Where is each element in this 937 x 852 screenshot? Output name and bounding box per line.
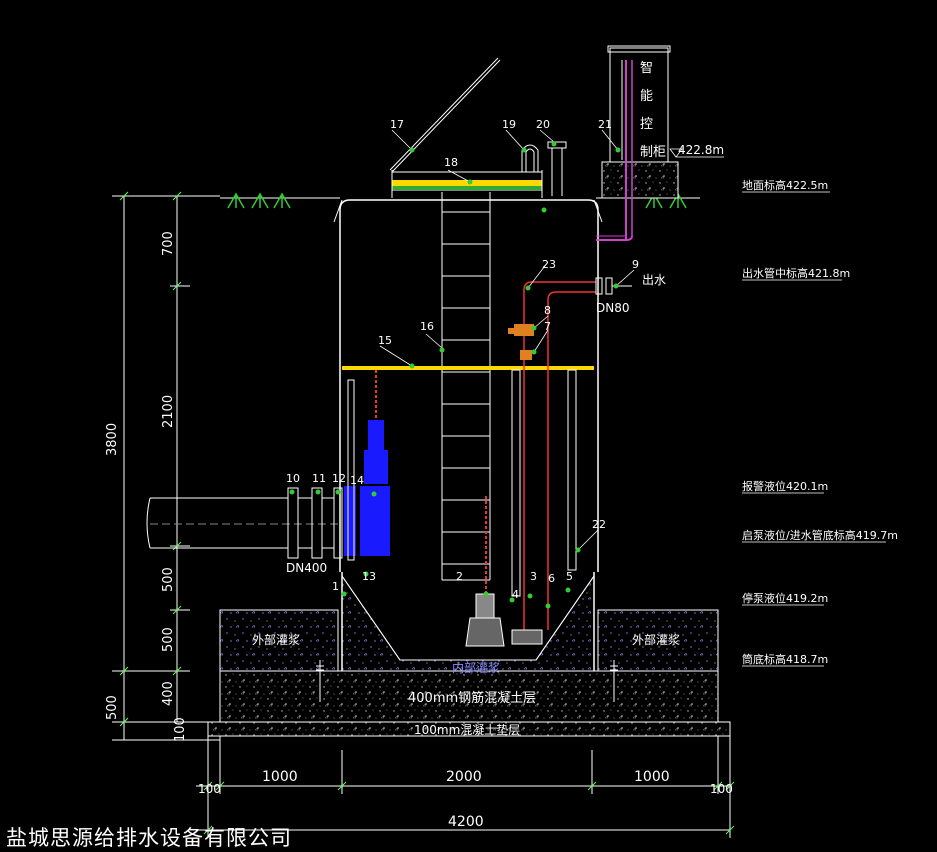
tank-shell — [333, 199, 603, 671]
callout-18: 18 — [444, 156, 458, 169]
inlet-pipe — [146, 487, 343, 559]
dim-500b: 500 — [161, 627, 176, 652]
callout-15: 15 — [378, 334, 392, 347]
callout-17: 17 — [390, 118, 404, 131]
dim-bottom-100-left: 100 — [198, 782, 221, 796]
callout-20: 20 — [536, 118, 550, 131]
callout-16: 16 — [420, 320, 434, 333]
backfill-right — [597, 609, 719, 672]
check-valve — [508, 324, 534, 360]
hanging-pump — [347, 370, 390, 561]
callout-4: 4 — [512, 588, 519, 601]
callout-1: 1 — [332, 580, 339, 593]
platform — [342, 366, 594, 370]
svg-text:控: 控 — [640, 117, 653, 132]
dim-500c: 500 — [105, 695, 120, 720]
label-cushion: 100mm混凝土垫层 — [414, 722, 520, 737]
level-bottom: 筒底标高418.7m — [742, 652, 828, 666]
dim-100: 100 — [173, 717, 188, 742]
callout-12: 12 — [332, 472, 346, 485]
cabinet-label: 智 能 控 制柜 — [640, 61, 666, 160]
backfill-left — [219, 609, 339, 672]
company-footer: 盐城思源给排水设备有限公司 — [6, 826, 292, 850]
left-dimensions — [112, 191, 220, 741]
callout-13: 13 — [362, 570, 376, 583]
callout-8: 8 — [544, 304, 551, 317]
label-backfill-left: 外部灌浆 — [252, 632, 300, 647]
callout-6: 6 — [548, 572, 555, 585]
callout-22: 22 — [592, 518, 606, 531]
dim-2100: 2100 — [161, 395, 176, 428]
inner-grout — [341, 574, 595, 672]
callout-23: 23 — [542, 258, 556, 271]
level-ground: 地面标高422.5m — [742, 178, 828, 192]
dim-bottom-2000: 2000 — [446, 769, 482, 785]
callout-10: 10 — [286, 472, 300, 485]
dim-bottom-1000-right: 1000 — [634, 769, 670, 785]
callout-21: 21 — [598, 118, 612, 131]
callout-19: 19 — [502, 118, 516, 131]
dim-3800: 3800 — [105, 423, 120, 456]
dim-400: 400 — [161, 681, 176, 706]
label-dn80: DN80 — [596, 301, 630, 315]
dim-500a: 500 — [161, 567, 176, 592]
access-cover — [389, 57, 543, 198]
label-backfill-right: 外部灌浆 — [632, 632, 680, 647]
callout-2: 2 — [456, 570, 463, 583]
svg-text:能: 能 — [640, 89, 653, 104]
anchor-bolts — [316, 660, 618, 702]
ladder — [441, 192, 491, 581]
leaders — [379, 129, 635, 551]
callout-9: 9 — [632, 258, 639, 271]
dim-bottom-4200: 4200 — [448, 814, 484, 830]
callout-14: 14 — [350, 474, 364, 487]
callout-11: 11 — [312, 472, 326, 485]
control-cabinet — [596, 45, 679, 241]
slab-layer — [219, 670, 719, 723]
label-outlet-water: 出水 — [642, 273, 666, 287]
inlet-gate — [344, 486, 356, 556]
label-dn400: DN400 — [286, 561, 327, 575]
level-stop: 停泵液位419.2m — [742, 591, 828, 605]
svg-text:智: 智 — [640, 61, 653, 76]
dim-700: 700 — [161, 231, 176, 256]
level-underlines — [669, 148, 886, 667]
grass-icons — [227, 192, 687, 209]
svg-text:制柜: 制柜 — [640, 145, 666, 160]
callout-7: 7 — [544, 320, 551, 333]
level-outlet: 出水管中标高421.8m — [742, 266, 850, 280]
bottom-pump — [465, 496, 505, 647]
dim-bottom-100-right: 100 — [710, 782, 733, 796]
label-slab: 400mm钢筋混凝土层 — [408, 690, 536, 706]
level-alarm: 报警液位420.1m — [742, 479, 828, 493]
vent-pipes — [521, 141, 567, 196]
label-inner-grout: 内部灌浆 — [452, 660, 500, 675]
dim-bottom-1000-left: 1000 — [262, 769, 298, 785]
callout-3: 3 — [530, 570, 537, 583]
level-start: 启泵液位/进水管底标高419.7m — [742, 528, 898, 542]
callout-5: 5 — [566, 570, 573, 583]
level-cabinet: 422.8m — [678, 143, 724, 157]
riser-pipes — [511, 277, 632, 645]
callout-dots — [289, 141, 621, 609]
